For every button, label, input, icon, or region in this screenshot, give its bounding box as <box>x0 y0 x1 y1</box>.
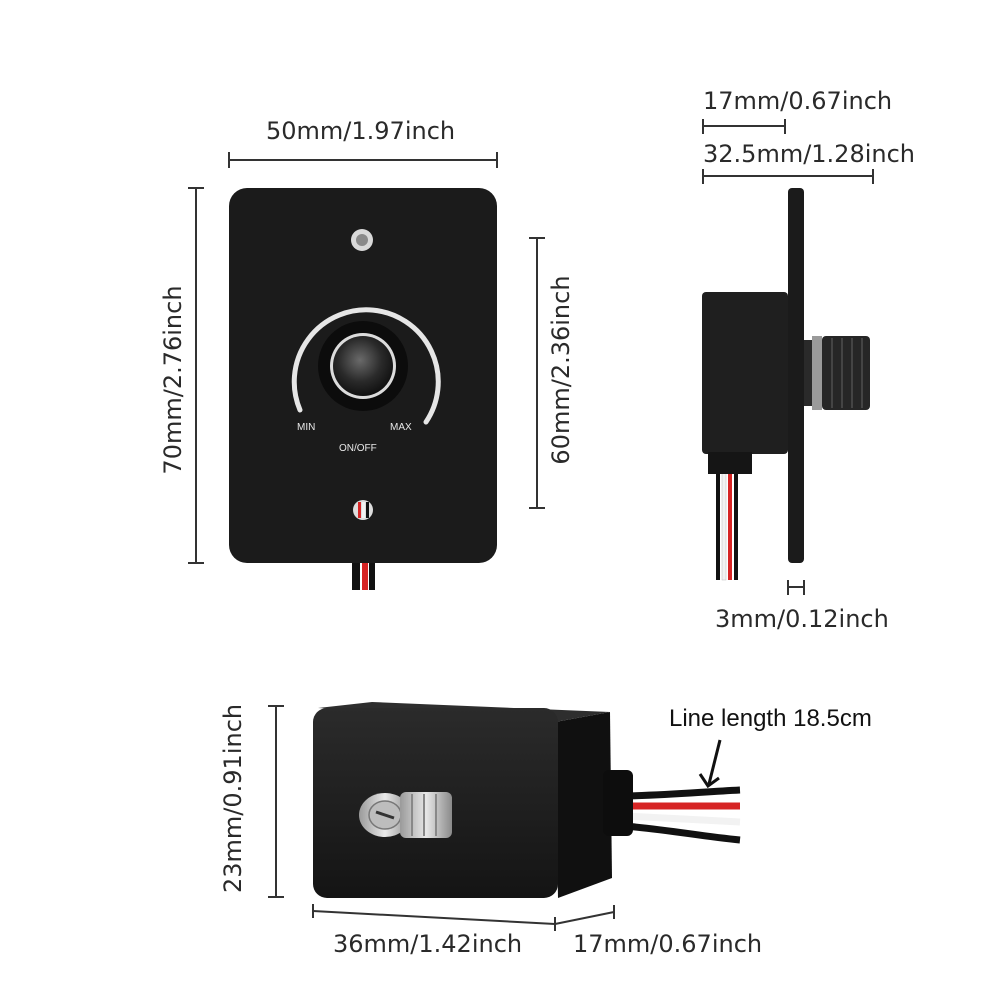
box-height-dimension <box>268 705 284 898</box>
side-depth-dimension <box>702 169 874 184</box>
box-view <box>268 702 741 931</box>
side-depth-label: 32.5mm/1.28inch <box>703 140 916 168</box>
side-view <box>702 119 874 595</box>
box-height-label: 23mm/0.91inch <box>219 703 247 893</box>
bottom-wire-hole <box>353 500 373 520</box>
side-shaft-dimension <box>702 119 786 134</box>
dial-switch-label: ON/OFF <box>339 443 377 454</box>
side-plate-dimension <box>787 580 805 595</box>
front-height-label: 70mm/2.76inch <box>159 285 187 475</box>
box-depth-dimension <box>554 905 615 925</box>
front-width-label: 50mm/1.97inch <box>266 117 456 145</box>
front-wires <box>352 555 375 590</box>
front-height-dimension <box>188 187 204 564</box>
box-depth-label: 17mm/0.67inch <box>573 930 763 958</box>
front-inner-height-dimension <box>529 237 545 509</box>
side-shaft <box>804 336 870 410</box>
box-side-face <box>555 712 612 898</box>
line-length-arrow <box>698 739 722 789</box>
box-shaft <box>359 792 452 838</box>
side-shaft-label: 17mm/0.67inch <box>703 87 893 115</box>
box-length-dimension <box>312 904 556 931</box>
dial-knob[interactable] <box>333 336 393 396</box>
front-width-dimension <box>228 152 498 168</box>
side-plate-label: 3mm/0.12inch <box>715 605 889 633</box>
box-length-label: 36mm/1.42inch <box>333 930 523 958</box>
side-plate <box>788 188 804 563</box>
dial-arc <box>291 307 441 425</box>
side-wires <box>716 469 738 581</box>
line-length-label: Line length 18.5cm <box>669 705 872 732</box>
dial-min-label: MIN <box>297 422 316 433</box>
front-view <box>188 152 545 590</box>
box-grommet <box>603 770 633 836</box>
front-inner-height-label: 60mm/2.36inch <box>547 275 575 465</box>
dial-max-label: MAX <box>390 422 412 433</box>
side-housing <box>702 292 788 454</box>
box-wires <box>624 786 741 844</box>
